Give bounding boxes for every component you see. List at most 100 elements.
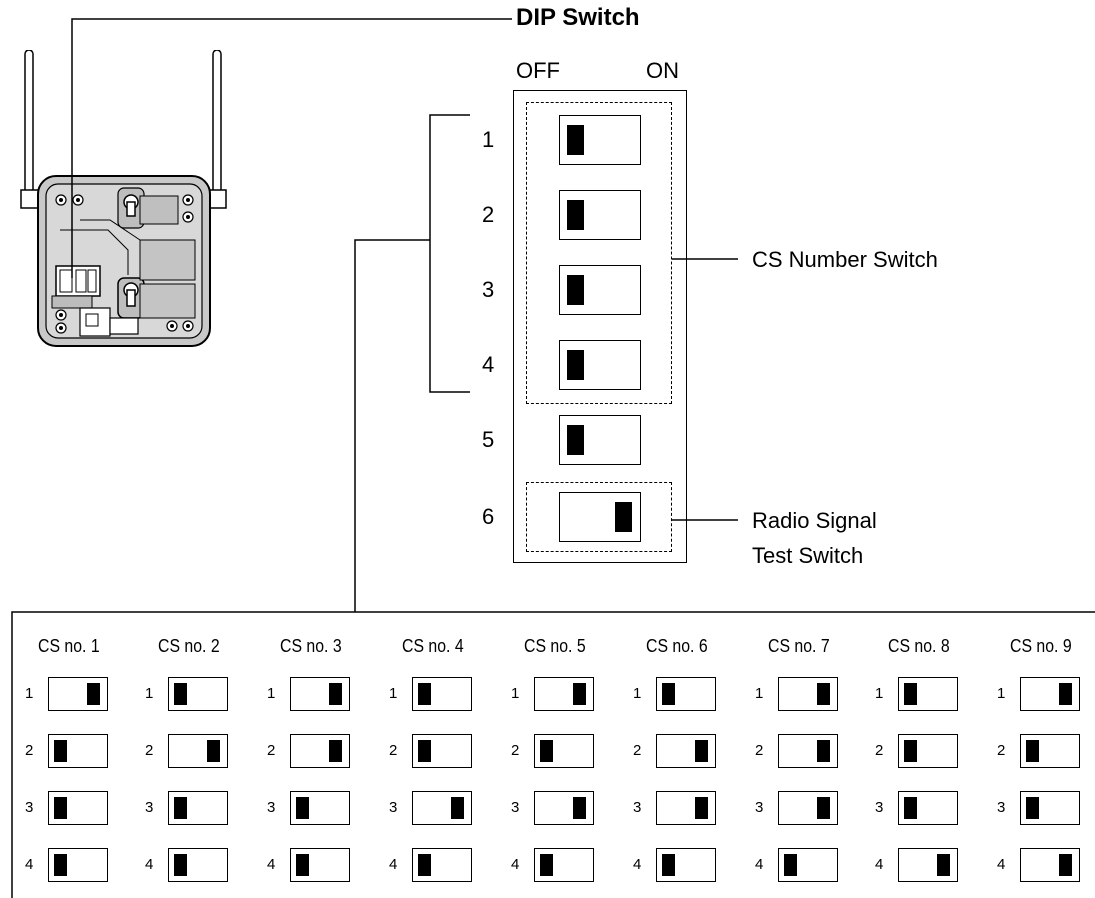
cs-1-switch-3 — [48, 791, 108, 825]
cs-switch-knob — [1059, 854, 1072, 876]
cs-4-switch-4 — [412, 848, 472, 882]
cs-switch-knob — [451, 797, 464, 819]
cs-row-number: 3 — [755, 799, 764, 816]
cs-column-header-4: CS no. 4 — [402, 636, 464, 656]
dip-switch-title: DIP Switch — [516, 4, 640, 31]
cs-switch-knob — [662, 854, 675, 876]
cs-column-header-5: CS no. 5 — [524, 636, 586, 656]
cs-5-switch-3 — [534, 791, 594, 825]
dip-switch-number-1: 1 — [482, 127, 495, 152]
bracket-to-table-line — [354, 239, 430, 612]
cs-row-number: 1 — [875, 685, 884, 702]
cs-row-number: 4 — [633, 856, 642, 873]
dip-switch-number-3: 3 — [482, 277, 495, 302]
cs-table-border — [11, 611, 1095, 898]
cs-5-switch-2 — [534, 734, 594, 768]
off-label: OFF — [516, 58, 560, 83]
cs-number-switch-group — [526, 102, 672, 404]
cs-6-switch-3 — [656, 791, 716, 825]
cs-switch-knob — [817, 740, 830, 762]
cs-switch-knob — [904, 683, 917, 705]
cs-8-switch-2 — [898, 734, 958, 768]
dip-switch-number-4: 4 — [482, 352, 495, 377]
cs-switch-knob — [1026, 797, 1039, 819]
cs-3-switch-1 — [290, 677, 350, 711]
cs-2-switch-4 — [168, 848, 228, 882]
cs-switch-knob — [1026, 740, 1039, 762]
cs-switch-knob — [418, 740, 431, 762]
cs-switch-knob — [174, 683, 187, 705]
dip-switch-number-5: 5 — [482, 427, 495, 452]
cs-switch-knob — [904, 797, 917, 819]
cs-3-switch-4 — [290, 848, 350, 882]
cs-switch-knob — [207, 740, 220, 762]
cs-1-switch-2 — [48, 734, 108, 768]
cs-switch-knob — [695, 797, 708, 819]
cs-row-number: 1 — [997, 685, 1006, 702]
radio-signal-label-line2: Test Switch — [752, 543, 864, 568]
dip-switch-5[interactable] — [559, 415, 641, 465]
cs-2-switch-1 — [168, 677, 228, 711]
dip-switch-knob-3 — [567, 275, 584, 305]
cs-2-switch-3 — [168, 791, 228, 825]
cs-row-number: 1 — [633, 685, 642, 702]
cs-switch-knob — [817, 797, 830, 819]
cs-row-number: 1 — [267, 685, 276, 702]
cs-6-switch-4 — [656, 848, 716, 882]
dip-switch-knob-1 — [567, 125, 584, 155]
cs-1-switch-1 — [48, 677, 108, 711]
cs-6-switch-2 — [656, 734, 716, 768]
base-station-illustration — [20, 50, 227, 347]
cs-7-switch-4 — [778, 848, 838, 882]
cs-switch-knob — [695, 740, 708, 762]
cs-row-number: 2 — [267, 742, 276, 759]
dip-switch-6[interactable] — [559, 492, 641, 542]
cs-column-header-8: CS no. 8 — [888, 636, 950, 656]
cs-switch-knob — [662, 683, 675, 705]
cs-switch-knob — [296, 854, 309, 876]
cs-5-switch-1 — [534, 677, 594, 711]
cs-row-number: 1 — [511, 685, 520, 702]
dip-switch-4[interactable] — [559, 340, 641, 390]
cs-row-number: 4 — [755, 856, 764, 873]
cs-row-number: 3 — [511, 799, 520, 816]
cs-2-switch-2 — [168, 734, 228, 768]
cs-3-switch-2 — [290, 734, 350, 768]
cs-row-number: 2 — [875, 742, 884, 759]
cs-9-switch-3 — [1020, 791, 1080, 825]
cs-4-switch-3 — [412, 791, 472, 825]
cs-row-number: 1 — [755, 685, 764, 702]
cs-switch-knob — [540, 854, 553, 876]
dip-switch-knob-5 — [567, 425, 584, 455]
cs-switch-knob — [418, 683, 431, 705]
cs-row-number: 2 — [25, 742, 34, 759]
cs-4-switch-2 — [412, 734, 472, 768]
cs-switch-knob — [174, 854, 187, 876]
cs-switch-knob — [54, 740, 67, 762]
cs-8-switch-1 — [898, 677, 958, 711]
dip-switch-knob-6 — [615, 502, 632, 532]
dip-switch-leader — [71, 18, 512, 278]
cs-column-header-1: CS no. 1 — [38, 636, 100, 656]
cs-switch-knob — [937, 854, 950, 876]
cs-switch-knob — [573, 797, 586, 819]
dip-switch-3[interactable] — [559, 265, 641, 315]
cs-switch-knob — [296, 797, 309, 819]
cs-8-switch-4 — [898, 848, 958, 882]
dip-switch-1[interactable] — [559, 115, 641, 165]
cs-row-number: 2 — [511, 742, 520, 759]
cs-switch-knob — [573, 683, 586, 705]
dip-switch-2[interactable] — [559, 190, 641, 240]
cs-switch-knob — [904, 740, 917, 762]
cs-row-number: 4 — [25, 856, 34, 873]
cs-7-switch-3 — [778, 791, 838, 825]
cs-switch-knob — [174, 797, 187, 819]
cs-switch-knob — [54, 854, 67, 876]
cs-row-number: 3 — [389, 799, 398, 816]
cs-switch-knob — [784, 854, 797, 876]
cs-row-number: 4 — [267, 856, 276, 873]
cs-column-header-7: CS no. 7 — [768, 636, 830, 656]
cs-row-number: 4 — [875, 856, 884, 873]
cs-switch-knob — [540, 740, 553, 762]
